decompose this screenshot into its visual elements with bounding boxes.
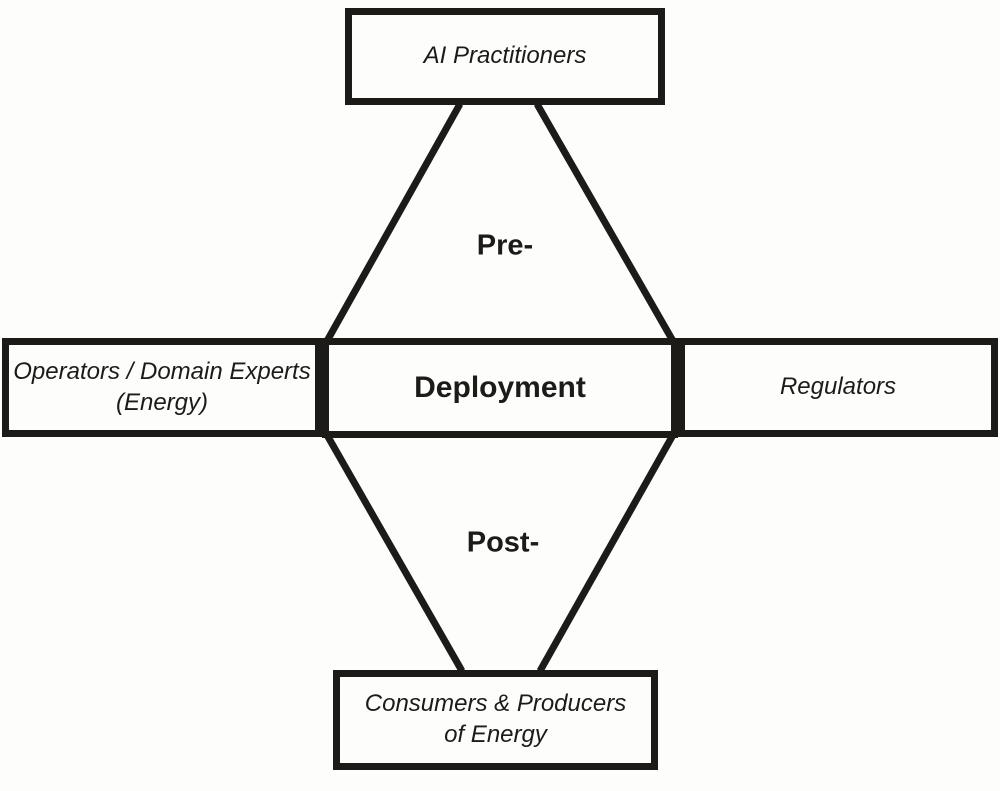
connector-top-to-left — [323, 102, 464, 343]
node-ai-practitioners-label: AI Practitioners — [423, 42, 587, 70]
connector-left-to-bottom — [323, 433, 466, 673]
node-consumers-label-line1: Consumers & Producers — [364, 690, 627, 718]
node-operators-label-line1: Operators / Domain Experts — [13, 357, 311, 385]
node-ai-practitioners: AI Practitioners — [345, 8, 665, 105]
node-consumers-label-line2: of Energy — [444, 721, 547, 748]
node-deployment: Deployment — [322, 338, 678, 438]
phase-pre-label: Pre- — [476, 229, 534, 262]
node-regulators-label: Regulators — [779, 373, 897, 401]
node-deployment-label: Deployment — [414, 370, 586, 404]
connector-right-to-bottom — [536, 433, 677, 673]
node-operators-domain-experts: Operators / Domain Experts (Energy) — [2, 338, 322, 437]
connector-top-to-right — [533, 102, 677, 343]
node-consumers-producers: Consumers & Producers of Energy — [333, 670, 658, 770]
node-regulators: Regulators — [678, 338, 998, 437]
node-operators-label-line2: (Energy) — [115, 388, 209, 416]
phase-post-label: Post- — [466, 526, 540, 559]
